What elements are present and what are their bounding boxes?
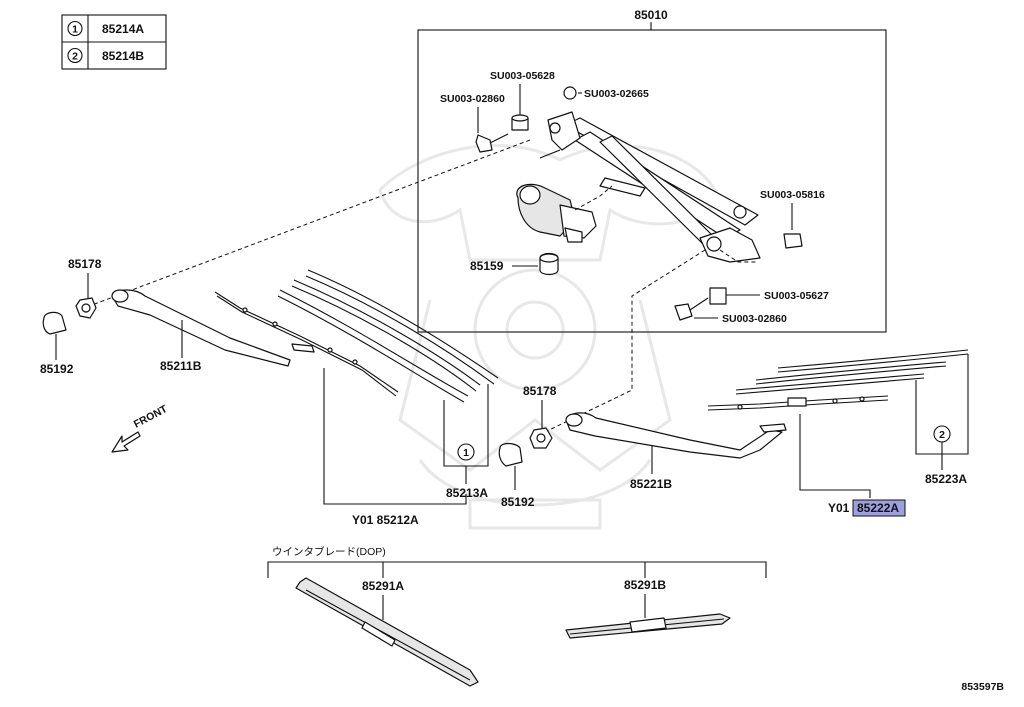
- label-85159[interactable]: 85159: [470, 259, 504, 273]
- left-arm-group: 85178 85192 85211B: [40, 257, 291, 376]
- label-Y01-85212A[interactable]: Y01 85212A: [352, 513, 419, 527]
- legend-part-85214B[interactable]: 85214B: [102, 49, 144, 63]
- wiper-linkage: [539, 111, 761, 263]
- label-85213A[interactable]: 85213A: [446, 486, 488, 500]
- winter-blade-section: ウインタブレード(DOP) 85291A 85291B: [267, 545, 767, 687]
- watermark-seal: [378, 144, 722, 530]
- dashed-link-left: [91, 139, 531, 306]
- label-SU003-05627[interactable]: SU003-05627: [764, 290, 829, 302]
- callout-marker-1: [457, 443, 475, 461]
- label-85222A[interactable]: 85222A: [857, 501, 899, 515]
- label-SU003-02860-top[interactable]: SU003-02860: [440, 93, 505, 105]
- right-arm-group: 85178 85192 85221B: [498, 384, 787, 509]
- label-SU003-05628[interactable]: SU003-05628: [490, 70, 555, 82]
- label-85223A[interactable]: 85223A: [925, 472, 967, 486]
- front-label: FRONT: [132, 403, 170, 431]
- label-85291A[interactable]: 85291A: [362, 579, 404, 593]
- label-85192-right[interactable]: 85192: [501, 495, 535, 509]
- label-Y01-prefix: Y01: [828, 501, 850, 515]
- legend-table: 1 2 85214A 85214B: [61, 14, 167, 70]
- label-85178-right[interactable]: 85178: [523, 384, 557, 398]
- label-SU003-05816[interactable]: SU003-05816: [760, 189, 825, 201]
- legend-marker-1: [67, 20, 83, 37]
- label-85291B[interactable]: 85291B: [624, 578, 666, 592]
- label-85211B[interactable]: 85211B: [160, 359, 202, 373]
- label-85192-left[interactable]: 85192: [40, 362, 74, 376]
- linkage-assembly-box: 85010: [417, 8, 887, 333]
- label-SU003-02665[interactable]: SU003-02665: [584, 88, 649, 100]
- legend-part-85214A[interactable]: 85214A: [102, 22, 144, 36]
- legend-marker-1-text: 1: [72, 24, 78, 36]
- fasteners: SU003-05628 SU003-02860 SU003-02665 SU00…: [440, 70, 829, 325]
- callout-marker-1-text: 1: [463, 447, 469, 459]
- diagram-code: 853597B: [961, 681, 1004, 693]
- wiper-motor: 85159: [470, 183, 613, 276]
- callout-marker-2-text: 2: [939, 429, 945, 441]
- front-arrow: FRONT: [111, 403, 170, 453]
- highlight-85222A: [852, 499, 906, 517]
- label-85178-left[interactable]: 85178: [68, 257, 102, 271]
- right-blade-group: 2 85223A Y01 85222A: [707, 349, 969, 517]
- left-blade-group: 1 85213A Y01 85212A: [214, 269, 499, 527]
- dashed-link-right: [544, 249, 706, 433]
- winter-blade-title: ウインタブレード(DOP): [272, 545, 386, 558]
- label-SU003-02860-bottom[interactable]: SU003-02860: [722, 313, 787, 325]
- legend-marker-2-text: 2: [72, 51, 78, 63]
- label-85221B[interactable]: 85221B: [630, 477, 672, 491]
- legend-marker-2: [67, 47, 83, 64]
- label-85010[interactable]: 85010: [634, 8, 668, 22]
